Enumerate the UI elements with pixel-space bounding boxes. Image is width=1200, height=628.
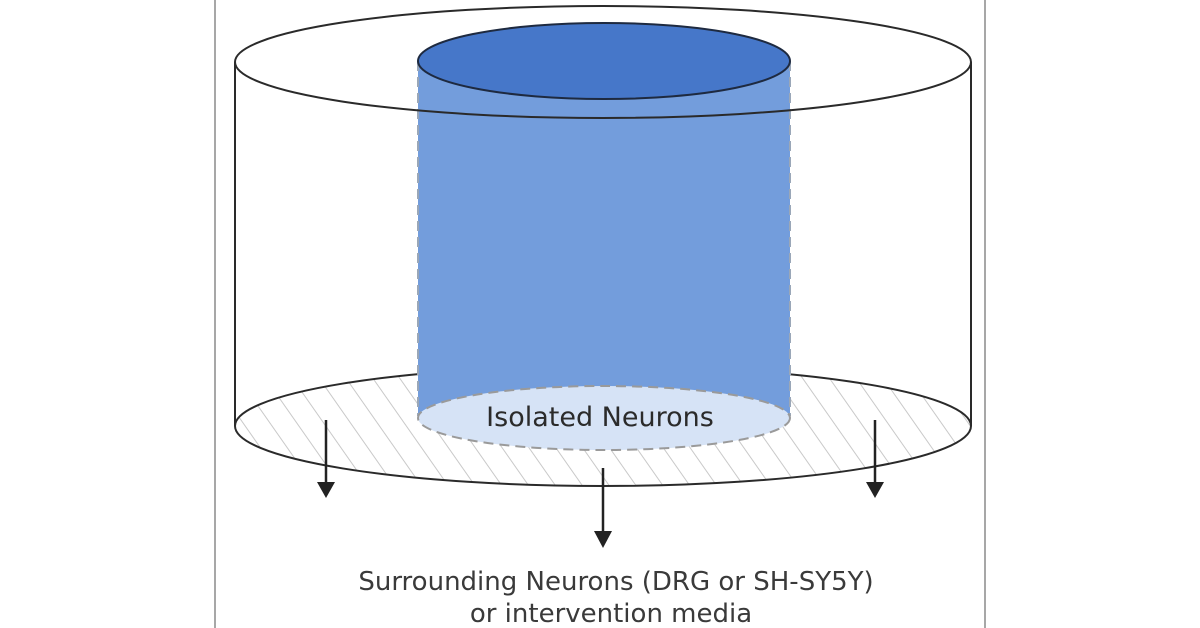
- inner-insert-top: [417, 22, 791, 100]
- inner-insert-base: [417, 385, 791, 451]
- surrounding-neurons-label: Surrounding Neurons (DRG or SH-SY5Y): [358, 567, 873, 597]
- outer-well-rim: [234, 5, 972, 119]
- arrow-down-left: [317, 420, 335, 498]
- arrow-down-center: [594, 468, 612, 548]
- arrow-down-right: [866, 420, 884, 498]
- inner-insert-body: [418, 61, 790, 416]
- isolated-neurons-label: Isolated Neurons: [486, 402, 714, 433]
- intervention-media-label: or intervention media: [470, 599, 752, 628]
